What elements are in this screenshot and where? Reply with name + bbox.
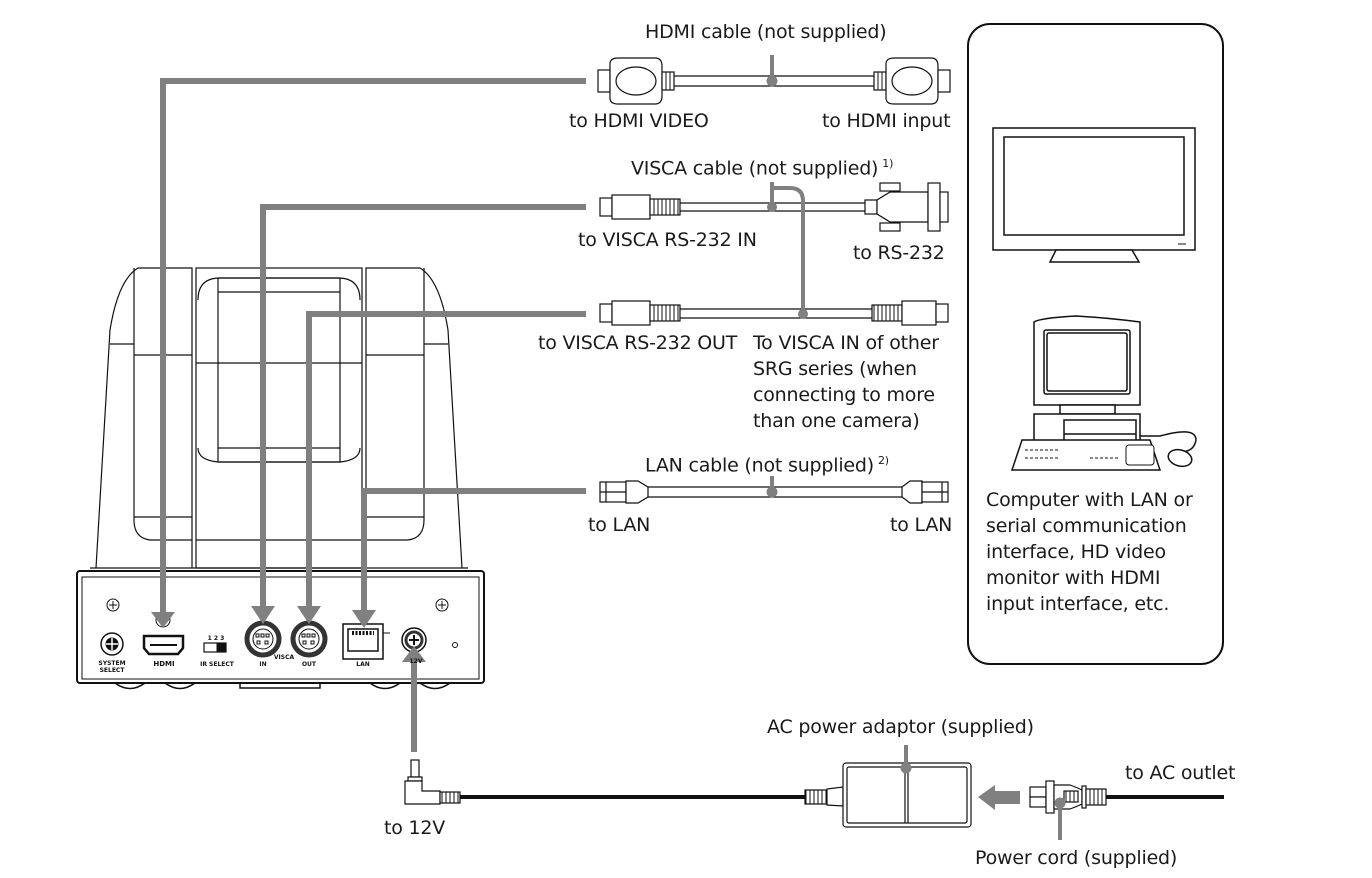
computer-icon [1010,315,1197,471]
description-line: Computer with LAN or [986,489,1193,511]
visca-in-guide-line [260,204,586,612]
visca-out-port [290,620,328,658]
system-select-label: SYSTEM SELECT [96,660,128,674]
insert-arrow-icon [978,785,1020,810]
visca-in-arrow-icon [251,606,275,624]
description-line: interface, HD video [986,541,1166,563]
hd-video-monitor-icon [992,127,1196,263]
visca-label: VISCA [273,654,295,661]
to-lan-left-label: to LAN [588,514,651,536]
to-lan-right-label: to LAN [890,514,953,536]
chain-note-line: than one camera) [753,410,920,432]
description-line: serial communication [986,515,1187,537]
hdmi-port-label: HDMI [153,660,175,668]
description-line: input interface, etc. [986,593,1170,615]
hdmi-cable-label: HDMI cable (not supplied) [645,19,887,45]
lan-port-label: LAN [356,661,370,668]
to-hdmi-video-label: to HDMI VIDEO [569,110,709,132]
mouse-icon [1167,448,1193,468]
hdmi-guide-line [160,78,586,620]
hdmi-plug-left [597,69,611,93]
to-12v-label: to 12V [384,817,446,839]
lan-cable-label: LAN cable (not supplied)2) [645,448,889,478]
ac-adaptor-label: AC power adaptor (supplied) [767,716,1034,738]
chain-note-line: To VISCA IN of other [753,332,939,354]
dc-in-label: 12V [409,658,423,665]
hdmi-arrow-icon [151,612,175,628]
visca-chain-note: To VISCA IN of other SRG series (when co… [753,330,939,434]
description-line: monitor with HDMI [986,567,1161,589]
ir-select-label: IR SELECT [200,661,234,668]
chain-note-line: connecting to more [753,384,935,406]
visca-cable [599,182,949,326]
system-select-line: SYSTEM [98,660,126,667]
visca-out-guide-line [306,311,586,612]
system-select-dial [100,632,124,656]
ir-select-switch [203,642,227,653]
visca-footnote: 1) [882,157,894,170]
to-visca-in-label: to VISCA RS-232 IN [578,229,757,251]
system-select-line: SELECT [99,667,125,674]
screw-icon [435,598,449,612]
lan-arrow-icon [352,610,376,628]
visca-in-port [244,620,282,658]
power-cord-plug [1029,780,1107,814]
to-ac-outlet-label: to AC outlet [1125,762,1236,784]
guide-lines [160,78,586,752]
rear-panel [76,570,485,690]
indicator-hole [452,642,458,648]
screw-icon [106,598,120,612]
visca-cable-label: VISCA cable (not supplied)1) [631,151,893,181]
hdmi-cable-name: HDMI cable (not supplied) [645,21,887,43]
visca-cable-name: VISCA cable (not supplied) [631,157,879,180]
lan-port [342,623,390,660]
camera-body [90,267,468,569]
hdmi-plug-right [937,69,951,93]
visca-out-label: OUT [301,661,317,668]
power-cord-label: Power cord (supplied) [975,847,1178,869]
visca-in-label: IN [259,661,267,668]
ac-power-adaptor [804,762,972,828]
visca-out-arrow-icon [297,606,321,624]
dc-arrow-icon [402,646,426,662]
chain-note-line: SRG series (when [753,358,917,380]
lan-cable [599,480,949,504]
lan-cable-name: LAN cable (not supplied) [645,454,874,477]
to-visca-out-label: to VISCA RS-232 OUT [538,332,738,354]
ir-select-positions: 1 2 3 [207,635,225,642]
to-rs232-label: to RS-232 [853,242,945,264]
to-hdmi-input-label: to HDMI input [822,110,951,132]
lan-footnote: 2) [877,454,889,467]
equipment-description: Computer with LAN or serial communicatio… [986,487,1193,617]
lan-guide-line [361,488,586,615]
dc-plug [404,759,461,805]
